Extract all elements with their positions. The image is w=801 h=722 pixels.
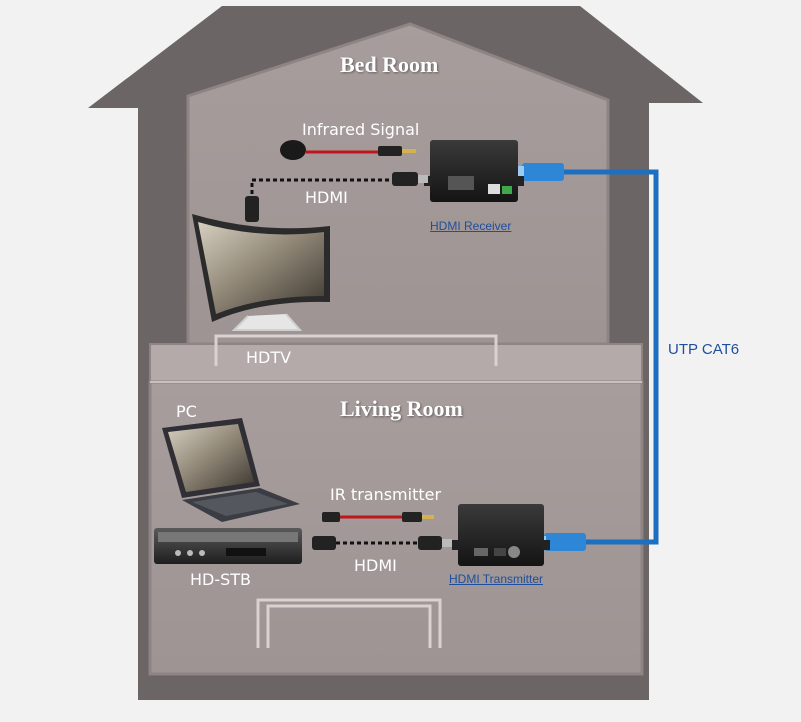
hd-stb-label: HD-STB: [190, 570, 252, 589]
infrared-signal-label: Infrared Signal: [302, 120, 420, 139]
hdmi-receiver-device: [424, 140, 524, 202]
ir-transmitter-cable: [322, 512, 434, 522]
hdtv-device: [192, 214, 330, 331]
rj45-plug-top: [514, 163, 564, 181]
hdmi-cable-top: [245, 172, 428, 222]
bed-room-title: Bed Room: [340, 52, 439, 77]
hdmi-cable-bottom: [312, 536, 452, 550]
hd-stb-device: [154, 528, 302, 564]
hdmi-transmitter-label: HDMI Transmitter: [449, 572, 544, 586]
hdmi-bottom-label: HDMI: [354, 556, 397, 575]
ir-transmitter-label: IR transmitter: [330, 485, 442, 504]
room-divider: [149, 343, 643, 383]
utp-cat6-cable: [562, 169, 659, 545]
hdmi-receiver-label: HDMI Receiver: [430, 219, 512, 233]
hdtv-label: HDTV: [246, 348, 292, 367]
pc-label: PC: [176, 402, 197, 421]
living-room-title: Living Room: [340, 396, 463, 421]
hdmi-transmitter-device: [452, 504, 550, 566]
utp-cat6-label: UTP CAT6: [668, 341, 740, 358]
pc-device: [162, 418, 300, 522]
tv-shelf: [214, 334, 498, 366]
ir-receiver-sensor: [280, 140, 416, 160]
hdmi-top-label: HDMI: [305, 188, 348, 207]
living-room-table: [256, 598, 442, 648]
